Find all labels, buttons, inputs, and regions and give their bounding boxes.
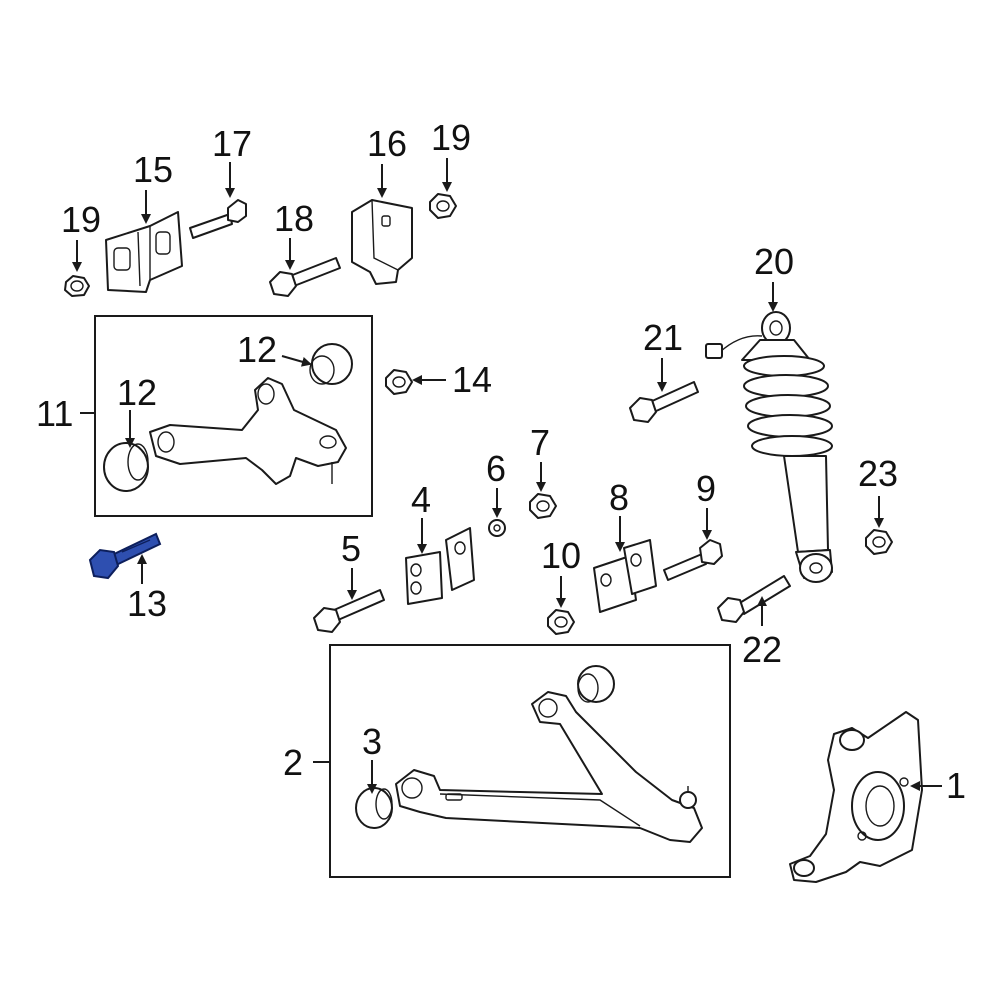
callout-10[interactable]: 10	[541, 535, 581, 576]
bushing-12-upper-icon[interactable]	[309, 343, 353, 385]
callout-14[interactable]: 14	[452, 359, 492, 400]
arrow-12-upper	[281, 355, 312, 367]
callout-18[interactable]: 18	[274, 198, 314, 239]
nut-19-left-icon[interactable]	[64, 275, 90, 297]
bolt-22-icon[interactable]	[717, 575, 791, 623]
bushing-3-icon[interactable]	[355, 787, 393, 829]
callout-17[interactable]: 17	[212, 123, 252, 164]
callout-4[interactable]: 4	[411, 479, 431, 520]
bushing-2-upper-icon[interactable]	[577, 665, 615, 703]
bracket-15-icon[interactable]	[105, 211, 183, 293]
bolt-17-icon[interactable]	[189, 199, 247, 239]
callout-3[interactable]: 3	[362, 721, 382, 762]
nut-14-icon[interactable]	[385, 369, 413, 395]
steering-knuckle-1-icon[interactable]	[789, 711, 923, 883]
callout-15[interactable]: 15	[133, 149, 173, 190]
bolt-18-icon[interactable]	[269, 257, 341, 297]
callout-22[interactable]: 22	[742, 629, 782, 670]
callout-16[interactable]: 16	[367, 123, 407, 164]
bolt-21-icon[interactable]	[629, 381, 699, 423]
bolt-13-icon[interactable]	[88, 532, 162, 580]
callout-9[interactable]: 9	[696, 468, 716, 509]
callout-7[interactable]: 7	[530, 422, 550, 463]
bracket-4-icon[interactable]	[405, 527, 475, 605]
callout-23[interactable]: 23	[858, 453, 898, 494]
nut-10-icon[interactable]	[547, 609, 575, 635]
bushing-12-lower-icon[interactable]	[103, 442, 149, 492]
upper-arm-group-box	[94, 315, 373, 517]
nut-19-right-icon[interactable]	[429, 193, 457, 219]
callout-5[interactable]: 5	[341, 528, 361, 569]
callout-6[interactable]: 6	[486, 448, 506, 489]
washer-6-icon[interactable]	[488, 519, 506, 537]
callout-2[interactable]: 2	[283, 742, 303, 783]
nut-7-icon[interactable]	[529, 493, 557, 519]
callout-20[interactable]: 20	[754, 241, 794, 282]
bracket-8-icon[interactable]	[593, 539, 657, 613]
lower-control-arm-icon[interactable]	[395, 691, 703, 843]
lower-arm-group-box	[329, 644, 731, 878]
bolt-5-icon[interactable]	[313, 589, 385, 633]
callout-8[interactable]: 8	[609, 477, 629, 518]
callout-19-right[interactable]: 19	[431, 117, 471, 158]
callout-12-upper[interactable]: 12	[237, 329, 277, 370]
bolt-9-icon[interactable]	[663, 539, 723, 581]
upper-control-arm-icon[interactable]	[149, 377, 347, 485]
callout-19-left[interactable]: 19	[61, 199, 101, 240]
callout-11[interactable]: 11	[36, 393, 73, 434]
bracket-16-icon[interactable]	[351, 199, 413, 285]
nut-23-icon[interactable]	[865, 529, 893, 555]
coilover-shock-20-icon[interactable]	[705, 311, 833, 583]
callout-1[interactable]: 1	[946, 765, 966, 806]
callout-21[interactable]: 21	[643, 317, 683, 358]
callout-12-lower[interactable]: 12	[117, 372, 157, 413]
callout-13[interactable]: 13	[127, 583, 167, 624]
